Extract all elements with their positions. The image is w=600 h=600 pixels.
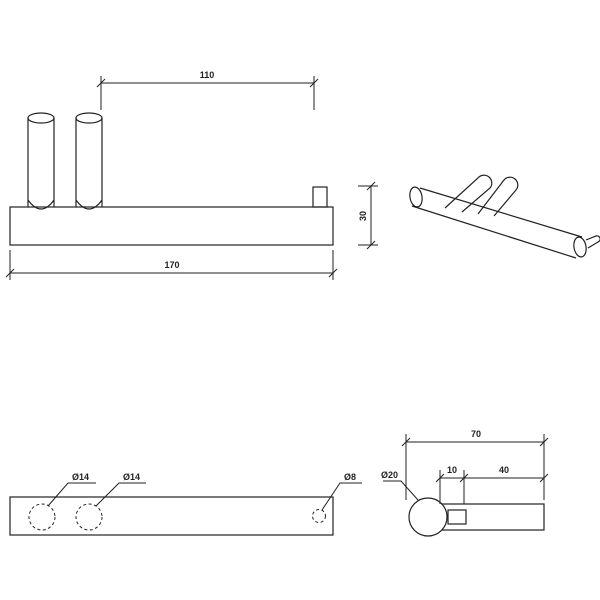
dim-170-label: 170 [164,260,179,270]
isometric-view [409,174,600,259]
dim-30-label: 30 [358,211,368,221]
side-inset [447,509,467,525]
dimension-170: 170 [5,250,338,280]
dimension-70: 70 [401,429,549,500]
dim-40-label: 40 [499,465,509,475]
side-view: 70 10 40 Ø20 [381,429,549,537]
hole-mid-label: Ø14 [123,472,140,482]
hole-right [312,509,326,523]
dimension-30: 30 [358,181,378,250]
plan-view: Ø14 Ø14 Ø8 [9,472,362,536]
base-plate [9,206,334,246]
dim-70-label: 70 [471,429,481,439]
plan-plate [9,496,334,536]
iso-bar [411,187,583,259]
dimension-110: 110 [96,70,319,110]
hole-left [28,503,56,531]
hole-left-label: Ø14 [72,472,89,482]
diameter-20-label: Ø20 [381,470,398,480]
dimension-10-40: 10 40 [435,465,549,504]
hole-mid [75,503,103,531]
post-right [75,112,103,207]
side-head [408,497,448,537]
dim-110-label: 110 [200,70,215,80]
front-view: 110 170 30 [5,70,378,280]
hole-right-label: Ø8 [344,472,356,482]
side-rod [439,503,545,531]
dim-10-label: 10 [447,465,457,475]
post-left [27,112,55,207]
end-pin [312,186,328,208]
